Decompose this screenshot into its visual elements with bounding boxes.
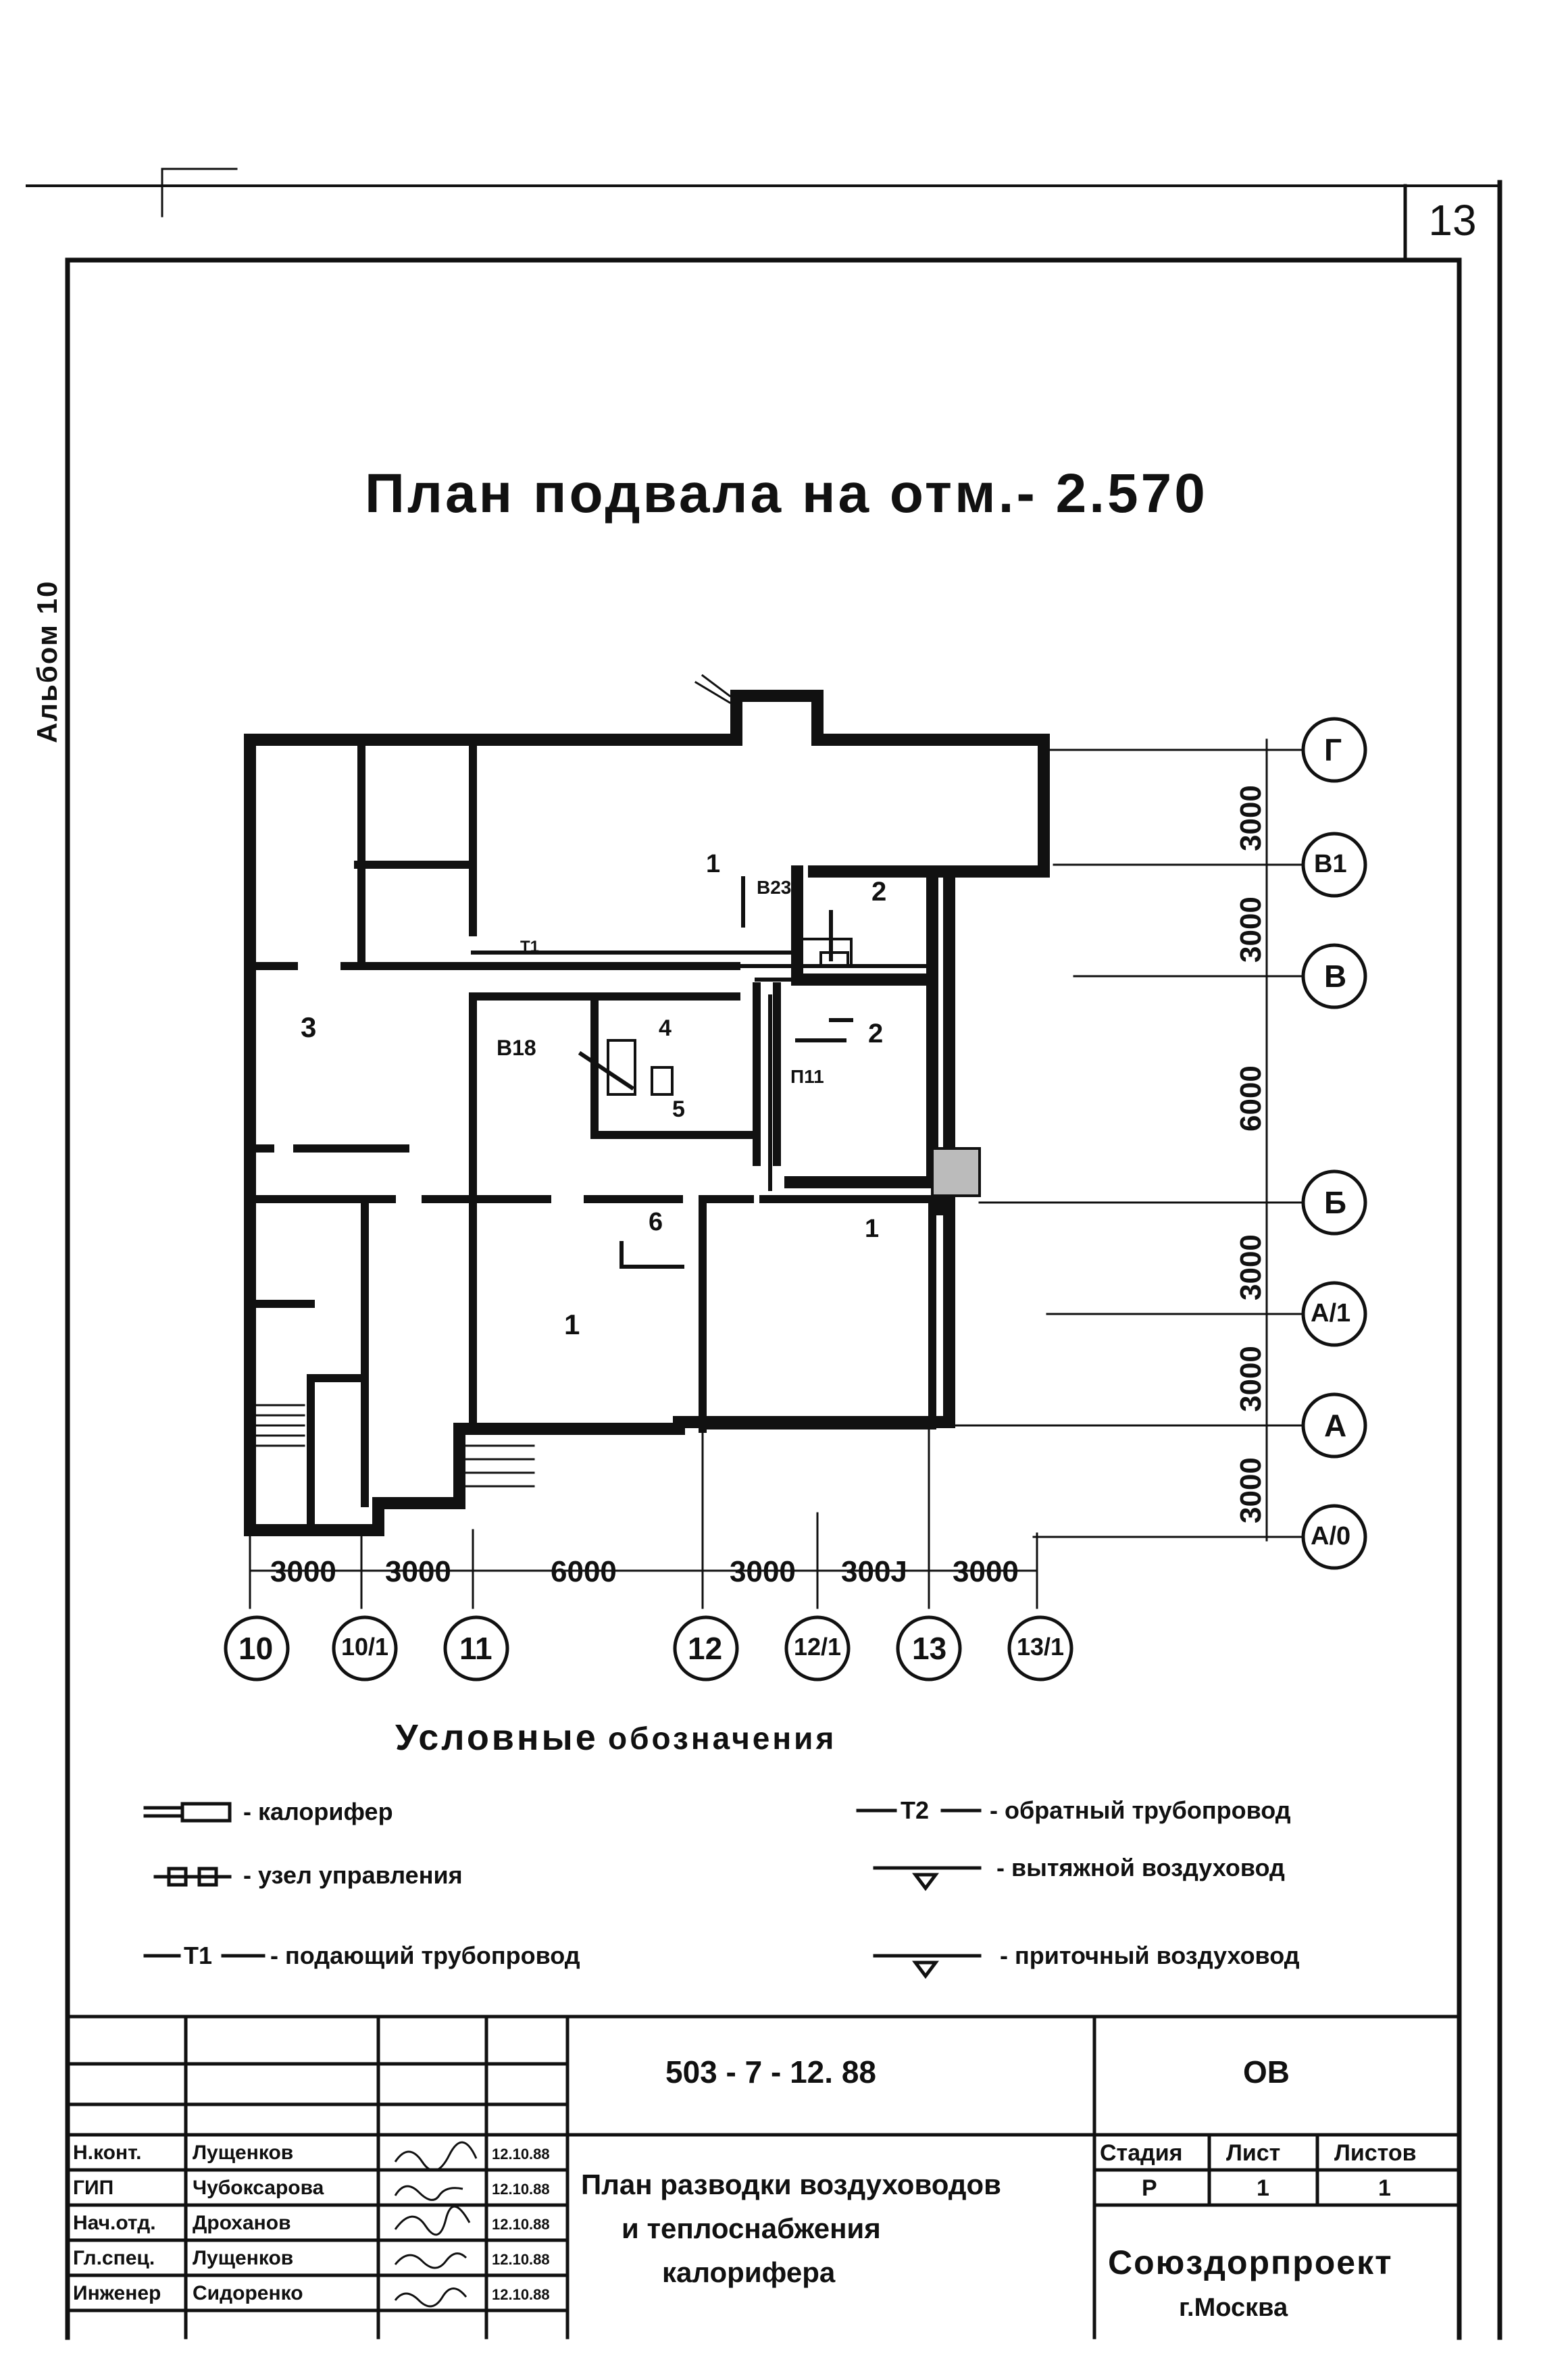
signature-name: Чубоксарова — [193, 2177, 324, 2199]
signature-date: 12.10.88 — [492, 2286, 550, 2303]
city: г.Москва — [1179, 2294, 1288, 2322]
signature-date: 12.10.88 — [492, 2181, 550, 2198]
building-walls — [244, 690, 1050, 1536]
pipe-label-t1: Т1 — [520, 938, 540, 956]
axis-label: 13/1 — [1017, 1633, 1065, 1661]
title-block-grid — [66, 2015, 1461, 2339]
dimension-horizontal: 3000 — [730, 1555, 796, 1588]
signature-role: Гл.спец. — [73, 2247, 155, 2269]
room-label: 2 — [868, 1019, 884, 1048]
axis-label: 11 — [459, 1631, 492, 1666]
drawing-title-line2: и теплоснабжения — [622, 2212, 881, 2244]
legend-return-pipe-code: Т2 — [901, 1796, 930, 1824]
sheet-number: 13 — [1428, 196, 1477, 245]
room-label: 5 — [672, 1096, 685, 1122]
duct-runs — [349, 876, 928, 1269]
sheet-value: 1 — [1257, 2175, 1269, 2201]
equipment-label-p11: П11 — [790, 1066, 824, 1087]
axis-label: А — [1324, 1408, 1347, 1443]
signature-date: 12.10.88 — [492, 2251, 550, 2268]
legend-title-part2: обозначения — [608, 1721, 837, 1756]
stairs — [255, 674, 732, 1488]
album-label: Альбом 10 — [31, 580, 63, 743]
equipment-label-b18: В18 — [497, 1036, 536, 1060]
legend-exhaust-duct: - вытяжной воздуховод — [996, 1854, 1285, 1881]
legend-title-part1: Условные — [395, 1717, 599, 1758]
dimension-vertical: 3000 — [1234, 1234, 1267, 1300]
dimension-vertical: 6000 — [1234, 1065, 1267, 1132]
interior-walls — [246, 736, 936, 1534]
signature-name: Сидоренко — [193, 2282, 303, 2304]
legend-heater: - калорифер — [243, 1798, 393, 1825]
legend-return-pipe: - обратный трубопровод — [990, 1796, 1291, 1824]
dimension-vertical: 3000 — [1234, 896, 1267, 963]
axis-label: 10 — [238, 1631, 274, 1666]
equipment — [607, 938, 981, 1197]
legend-supply-duct: - приточный воздуховод — [1000, 1942, 1300, 1969]
axis-label: А/1 — [1311, 1299, 1351, 1327]
axis-label: 10/1 — [341, 1633, 389, 1661]
axis-label: А/0 — [1311, 1522, 1351, 1550]
room-label: 1 — [865, 1215, 880, 1243]
signature-date: 12.10.88 — [492, 2146, 550, 2162]
axis-label: Б — [1324, 1185, 1347, 1220]
plan-title: План подвала на отм.- 2.570 — [365, 463, 1208, 524]
stage-header: Стадия — [1100, 2140, 1183, 2166]
dimension-horizontal: 3000 — [953, 1555, 1019, 1588]
drawing-section: ОВ — [1243, 2054, 1290, 2090]
axis-label: 12/1 — [794, 1633, 842, 1661]
axis-label: В1 — [1314, 850, 1347, 878]
dimension-vertical: 3000 — [1234, 1457, 1267, 1523]
signature-date: 12.10.88 — [492, 2216, 550, 2233]
drawing-code: 503 - 7 - 12. 88 — [665, 2054, 876, 2090]
sheets-header: Листов — [1334, 2140, 1417, 2166]
legend-supply-pipe-code: Т1 — [184, 1942, 213, 1969]
signature-name: Дроханов — [193, 2212, 291, 2234]
legend-control-node: - узел управления — [243, 1861, 463, 1889]
legend-symbols — [143, 1802, 982, 1979]
room-label: 2 — [871, 877, 887, 907]
sheet-header: Лист — [1226, 2140, 1281, 2166]
room-label: 6 — [649, 1208, 663, 1236]
axis-label: Г — [1324, 732, 1342, 767]
axis-label: В — [1324, 959, 1347, 994]
room-label: 3 — [301, 1011, 317, 1043]
sheet-frame — [26, 168, 1502, 2340]
dimension-horizontal: 300J — [841, 1555, 907, 1588]
sheets-value: 1 — [1378, 2175, 1391, 2201]
dimension-vertical: 3000 — [1234, 1346, 1267, 1412]
signature-role: ГИП — [73, 2177, 114, 2199]
axis-label: 13 — [912, 1631, 947, 1666]
signature-role: Н.конт. — [73, 2142, 142, 2164]
signatures — [394, 2141, 478, 2308]
signature-role: Нач.отд. — [73, 2212, 156, 2234]
room-label: 4 — [659, 1015, 672, 1041]
drawing-title-line1: План разводки воздуховодов — [581, 2169, 1001, 2200]
dimension-vertical: 3000 — [1234, 785, 1267, 851]
signature-name: Лущенков — [193, 2142, 294, 2164]
drawing-title-line3: калорифера — [662, 2256, 836, 2288]
dimension-horizontal: 6000 — [551, 1555, 617, 1588]
stage-value: Р — [1142, 2175, 1157, 2201]
equipment-label-b23: В23 — [757, 877, 792, 898]
room-label: 1 — [564, 1309, 580, 1340]
signature-name: Лущенков — [193, 2247, 294, 2269]
axis-lines-horizontal — [944, 738, 1305, 1542]
axis-label: 12 — [688, 1631, 723, 1666]
dimension-horizontal: 3000 — [385, 1555, 451, 1588]
axis-lines-vertical — [249, 1424, 1038, 1609]
signature-role: Инженер — [73, 2282, 161, 2304]
dimension-horizontal: 3000 — [270, 1555, 336, 1588]
axis-bubbles — [224, 717, 1367, 1681]
room-label: 1 — [706, 850, 721, 878]
legend-supply-pipe: - подающий трубопровод — [270, 1942, 580, 1969]
organization: Союздорпроект — [1108, 2244, 1393, 2281]
